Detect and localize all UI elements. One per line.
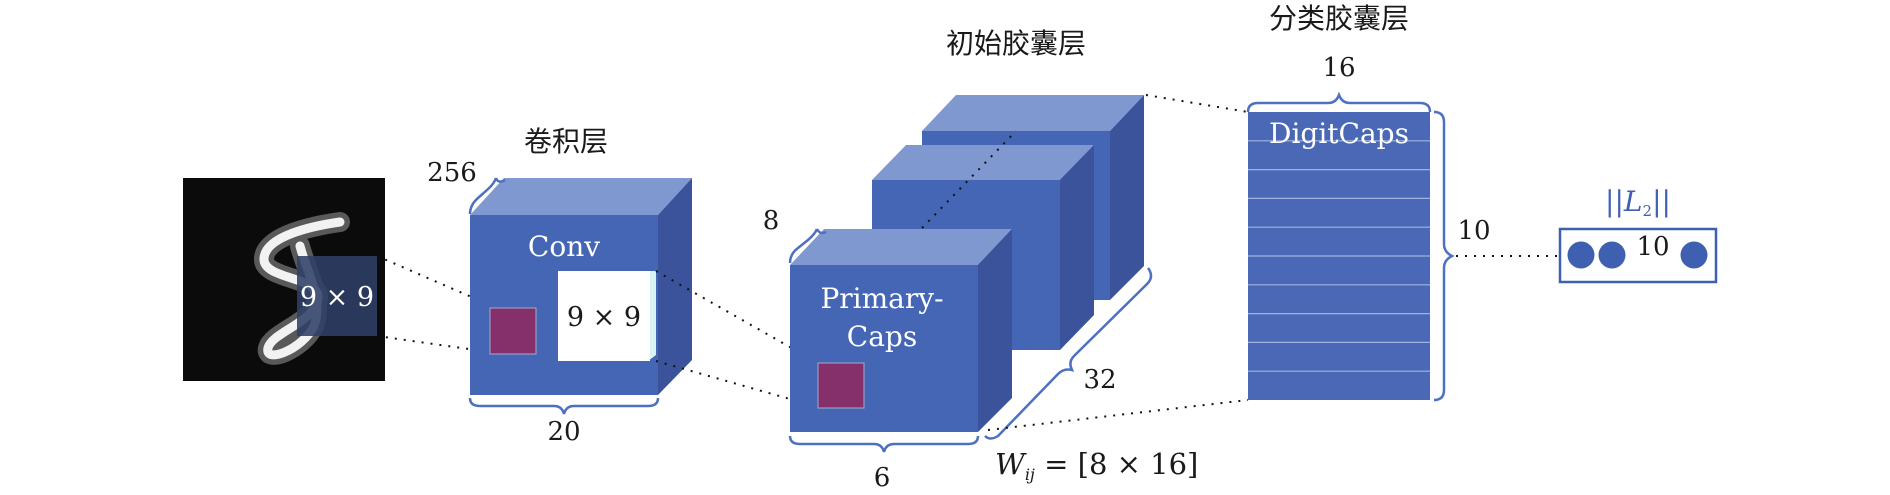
conv-width-label: 20 xyxy=(547,417,580,447)
conv-depth-label: 256 xyxy=(427,158,477,188)
primary-caps-block: Primary- Caps 初始胶囊层 8 6 32 Wij = [8 × 16… xyxy=(763,27,1199,493)
digit-side-brace xyxy=(1433,110,1455,402)
primary-depth-label: 8 xyxy=(763,206,780,236)
input-kernel-label: 9 × 9 xyxy=(300,282,374,313)
primary-count-label: 32 xyxy=(1083,365,1116,395)
output-node-2 xyxy=(1598,241,1626,269)
primary-name-line2: Caps xyxy=(847,320,917,353)
primary-name-line1: Primary- xyxy=(820,282,943,315)
digit-caps-row-lines xyxy=(1248,140,1430,372)
output-vector: 10 ||L2|| xyxy=(1558,185,1718,284)
digit-top-brace xyxy=(1246,91,1432,113)
conv-title: 卷积层 xyxy=(524,125,608,158)
input-to-conv-lines xyxy=(376,255,491,353)
primary-width-label: 6 xyxy=(874,463,891,493)
digit-caps-block: DigitCaps 分类胶囊层 16 10 xyxy=(1246,2,1491,402)
conv-kernel-label: 9 × 9 xyxy=(567,302,641,333)
primary-title: 初始胶囊层 xyxy=(946,27,1086,60)
conv-top-face xyxy=(470,178,692,215)
norm-close: || xyxy=(1652,185,1671,218)
conv-kernel-square xyxy=(489,307,537,355)
output-norm-label: ||L2|| xyxy=(1605,185,1671,220)
norm-open: || xyxy=(1605,185,1624,218)
conv-side-face xyxy=(658,178,692,395)
digit-title: 分类胶囊层 xyxy=(1269,2,1409,35)
input-kernel-box xyxy=(297,256,377,336)
digit-top-label: 16 xyxy=(1322,53,1355,83)
primary-width-brace xyxy=(788,435,980,453)
weight-subscript: ij xyxy=(1025,465,1035,484)
primary-cube-front xyxy=(790,229,1012,432)
primary-count-brace xyxy=(984,267,1153,440)
weight-dims: = [8 × 16] xyxy=(1035,447,1198,481)
conv-block: Conv 9 × 9 卷积层 256 20 xyxy=(427,125,692,447)
output-node-n xyxy=(1680,241,1708,269)
primary-weight-label: Wij = [8 × 16] xyxy=(995,447,1198,484)
conv-to-primary-lines xyxy=(655,270,819,408)
norm-var: L xyxy=(1623,185,1643,218)
digit-side-label: 10 xyxy=(1457,216,1490,246)
conv-kernel-cube xyxy=(558,271,656,361)
conv-name: Conv xyxy=(528,230,600,263)
output-node-1 xyxy=(1567,241,1595,269)
input-image: 9 × 9 xyxy=(183,178,385,381)
conv-width-brace xyxy=(468,397,660,415)
norm-sub: 2 xyxy=(1643,202,1653,220)
primary-kernel-square xyxy=(817,362,865,409)
primary-depth-brace xyxy=(788,228,827,264)
output-count: 10 xyxy=(1636,232,1669,262)
digit-caps-name: DigitCaps xyxy=(1269,117,1409,150)
conv-depth-brace xyxy=(468,177,506,215)
weight-W: W xyxy=(995,447,1027,481)
